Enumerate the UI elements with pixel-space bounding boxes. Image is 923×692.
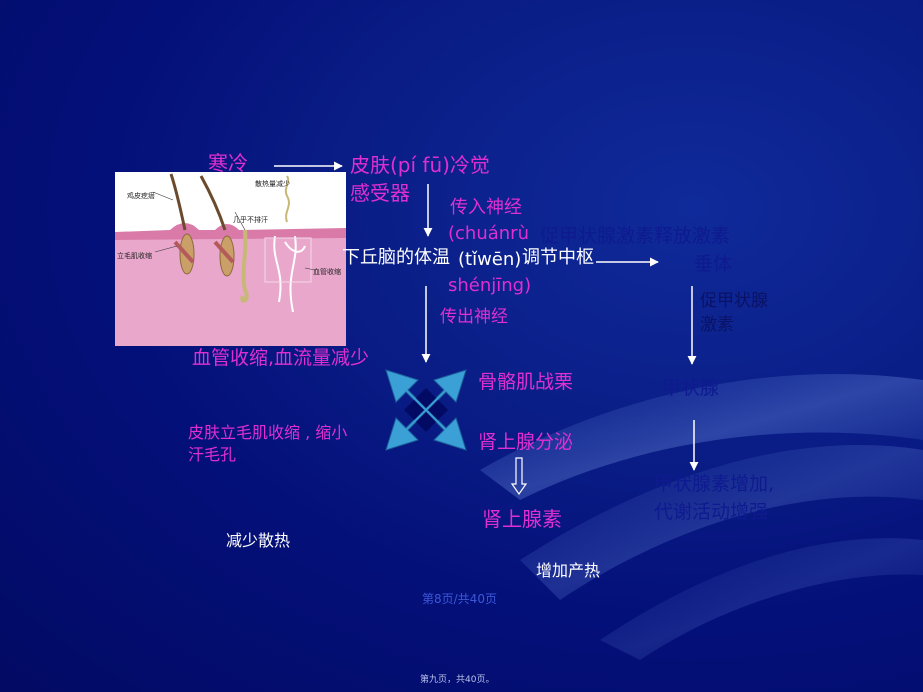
label-afferent-line2: (chuánrù <box>448 223 529 244</box>
skin-cross-section: 鸡皮疙瘩 散热量减少 几乎不排汗 立毛肌收缩 血管收缩 <box>115 173 346 346</box>
label-goosebump: 鸡皮疙瘩 <box>127 191 155 200</box>
label-reduced-heat: 散热量减少 <box>255 179 290 188</box>
label-vessel-constrict: 血管收缩 <box>313 267 341 276</box>
node-pituitary: 垂体 <box>694 253 733 275</box>
footer-page-info: 第九页，共40页。 <box>420 675 495 685</box>
label-efferent: 传出神经 <box>440 307 508 327</box>
node-hypothalamus-right: 调节中枢 <box>522 247 594 268</box>
page-number: 第8页/共40页 <box>422 592 497 606</box>
node-adrenaline: 肾上腺素 <box>482 507 562 531</box>
node-hypothalamus-left: 下丘脑的体温 <box>342 247 450 268</box>
node-thyroid-hormone-line2: 代谢活动增强 <box>654 501 769 523</box>
node-vasoconstriction: 血管收缩,血流量减少 <box>192 347 370 369</box>
skin-illustration: 鸡皮疙瘩 散热量减少 几乎不排汗 立毛肌收缩 血管收缩 <box>115 172 346 346</box>
label-tsh-line1: 促甲状腺 <box>700 291 768 311</box>
label-arrector-muscle: 立毛肌收缩 <box>117 251 152 260</box>
node-piloerection-line1: 皮肤立毛肌收缩 , 缩小 <box>188 423 348 442</box>
node-skin-receptor-line2: 感受器 <box>350 181 410 205</box>
node-skeletal-shiver: 骨骼肌战栗 <box>478 371 574 393</box>
label-afferent-line3: shénjīng) <box>448 275 532 296</box>
node-reduce-heat-loss: 减少散热 <box>226 531 291 550</box>
node-thyroid: 甲状腺 <box>662 377 720 399</box>
label-tsh-line2: 激素 <box>700 315 734 335</box>
node-cold: 寒冷 <box>208 151 248 175</box>
label-no-sweat: 几乎不排汗 <box>233 215 268 224</box>
node-thyroid-hormone-line1: 甲状腺素增加, <box>654 473 775 495</box>
node-adrenal-secrete: 肾上腺分泌 <box>478 431 574 453</box>
label-afferent-line1: 传入神经 <box>450 197 522 218</box>
node-piloerection-line2: 汗毛孔 <box>188 445 237 464</box>
node-skin-receptor-line1: 皮肤(pí fū)冷觉 <box>350 153 490 177</box>
node-trh: 促甲状腺激素释放激素 <box>540 225 731 247</box>
node-increase-heat-production: 增加产热 <box>536 561 601 580</box>
arrow-adrenal-hollow <box>510 457 528 496</box>
node-hypothalamus-pinyin: (tǐwēn) <box>458 249 522 270</box>
